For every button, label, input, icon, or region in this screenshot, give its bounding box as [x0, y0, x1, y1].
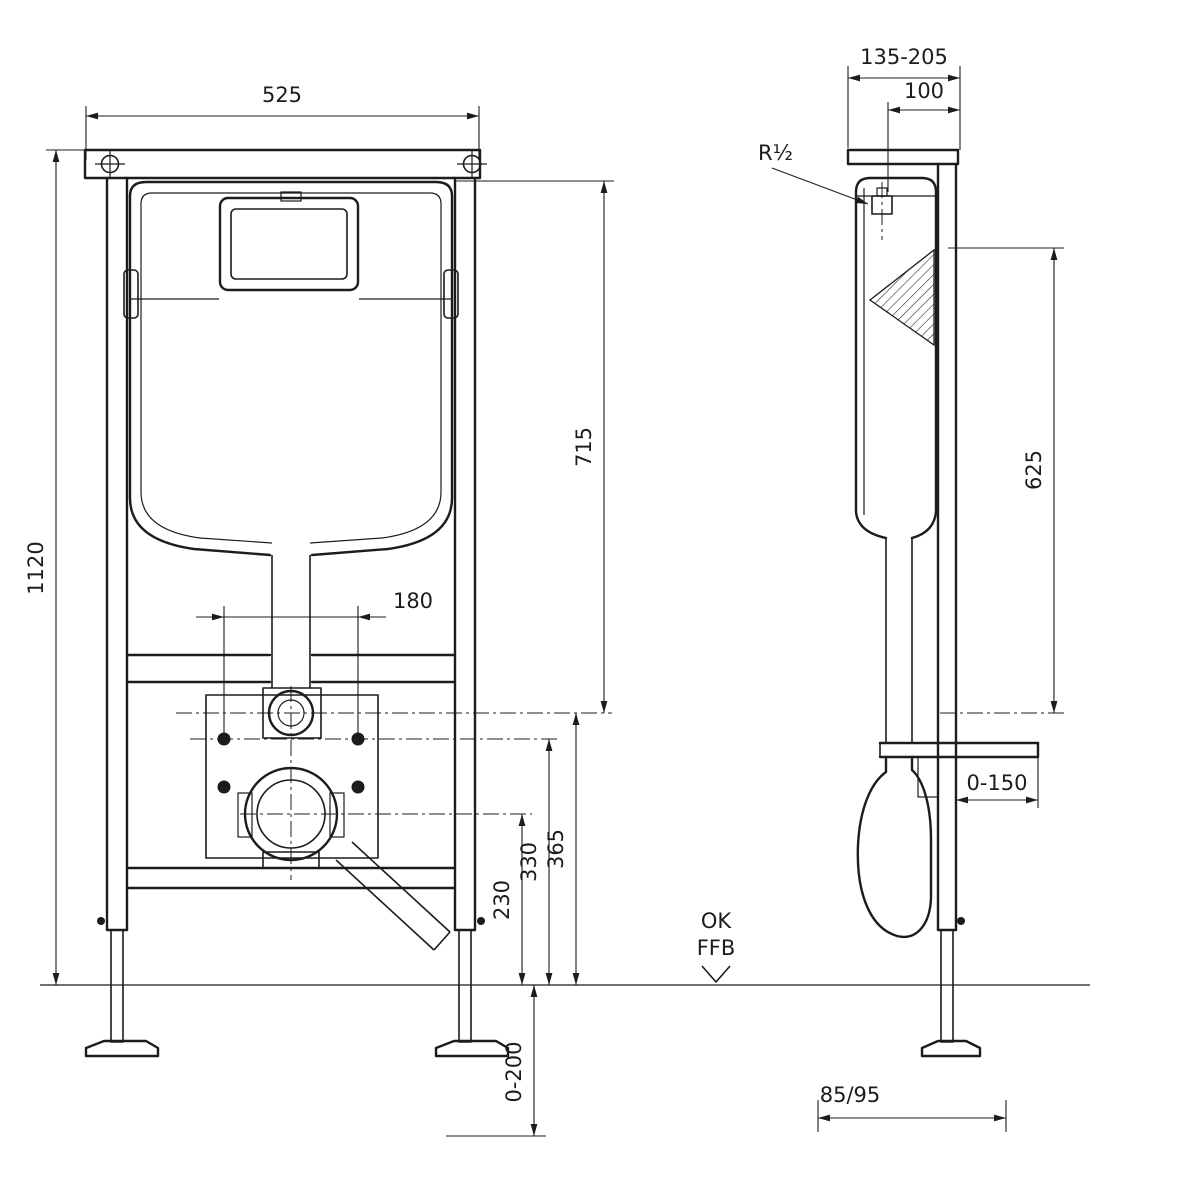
flush-pipe-side	[885, 538, 913, 743]
dim-height-1120: 1120	[24, 149, 92, 985]
dim-100-label: 100	[904, 79, 944, 103]
dim-365-label: 365	[544, 829, 568, 869]
dim-715-label: 715	[572, 427, 596, 467]
wc-bracket-plate	[205, 694, 379, 859]
water-connection-fitting	[871, 182, 893, 240]
front-right-rail	[453, 176, 485, 932]
cistern-side	[854, 176, 938, 540]
fixing-bolt	[351, 780, 365, 794]
side-foot	[920, 929, 982, 1058]
front-left-foot	[84, 929, 160, 1058]
dim-wall-adjust-0-150: 0-150	[956, 757, 1039, 808]
floor-level-marker: OK FFB	[697, 909, 736, 983]
plate-rail-bracket	[917, 756, 939, 798]
dim-180-label: 180	[393, 589, 433, 613]
side-rail	[936, 162, 965, 932]
fixing-bolt	[217, 780, 231, 794]
dim-outlet-offset-85-95: 85/95	[817, 1083, 1007, 1132]
dim-230-label: 230	[490, 880, 514, 920]
floor-level-chevron-icon	[701, 965, 731, 983]
dim-height-715: 715	[456, 180, 614, 713]
side-view: 135-205 100 R½ 625 0-150	[758, 45, 1064, 1132]
adjustment-clamp-hatch	[868, 248, 935, 347]
flush-pipe-front	[271, 555, 311, 688]
dim-1120-label: 1120	[24, 541, 48, 594]
outlet-clamp-left	[237, 792, 253, 838]
front-view: 525 1120 715 365 330 230	[24, 83, 614, 1137]
flush-plate-cable-notch	[280, 191, 302, 202]
side-top-bracket	[846, 148, 960, 166]
front-top-rail	[83, 148, 487, 180]
dim-depth-135-205: 135-205	[847, 45, 961, 150]
dim-525-label: 525	[262, 83, 302, 107]
dim-foot-adjust-0-200: 0-200	[446, 985, 546, 1137]
support-strut	[351, 841, 451, 933]
floor-ffb-label: FFB	[697, 936, 736, 960]
dim-85-95-label: 85/95	[820, 1083, 881, 1107]
dim-625-label: 625	[1022, 450, 1046, 490]
wc-connection-assembly	[205, 687, 451, 951]
dim-135-205-label: 135-205	[860, 45, 948, 69]
front-crossbar-upper	[125, 653, 457, 684]
dim-0-200-label: 0-200	[502, 1041, 526, 1102]
support-strut	[335, 859, 435, 951]
dim-height-625: 625	[940, 247, 1064, 714]
dim-bolt-spacing-180: 180	[196, 589, 433, 736]
cistern-side-clip-right	[443, 269, 459, 319]
dim-width-525: 525	[85, 83, 480, 160]
outlet-bend-pipe	[856, 755, 933, 939]
water-connection-callout: R½	[758, 141, 869, 205]
dim-height-230: 230	[490, 814, 526, 985]
cistern-side-clip-left	[123, 269, 139, 319]
cistern-front	[123, 180, 459, 557]
outlet-clamp-right	[329, 792, 345, 838]
floor-ok-label: OK	[701, 909, 733, 933]
front-right-foot	[434, 929, 510, 1058]
flush-plate-frame	[218, 191, 360, 292]
dim-330-label: 330	[517, 842, 541, 882]
front-left-rail	[97, 176, 129, 932]
water-connection-label: R½	[758, 141, 793, 165]
dim-depth-100: 100	[887, 79, 960, 192]
dim-0-150-label: 0-150	[966, 771, 1027, 795]
